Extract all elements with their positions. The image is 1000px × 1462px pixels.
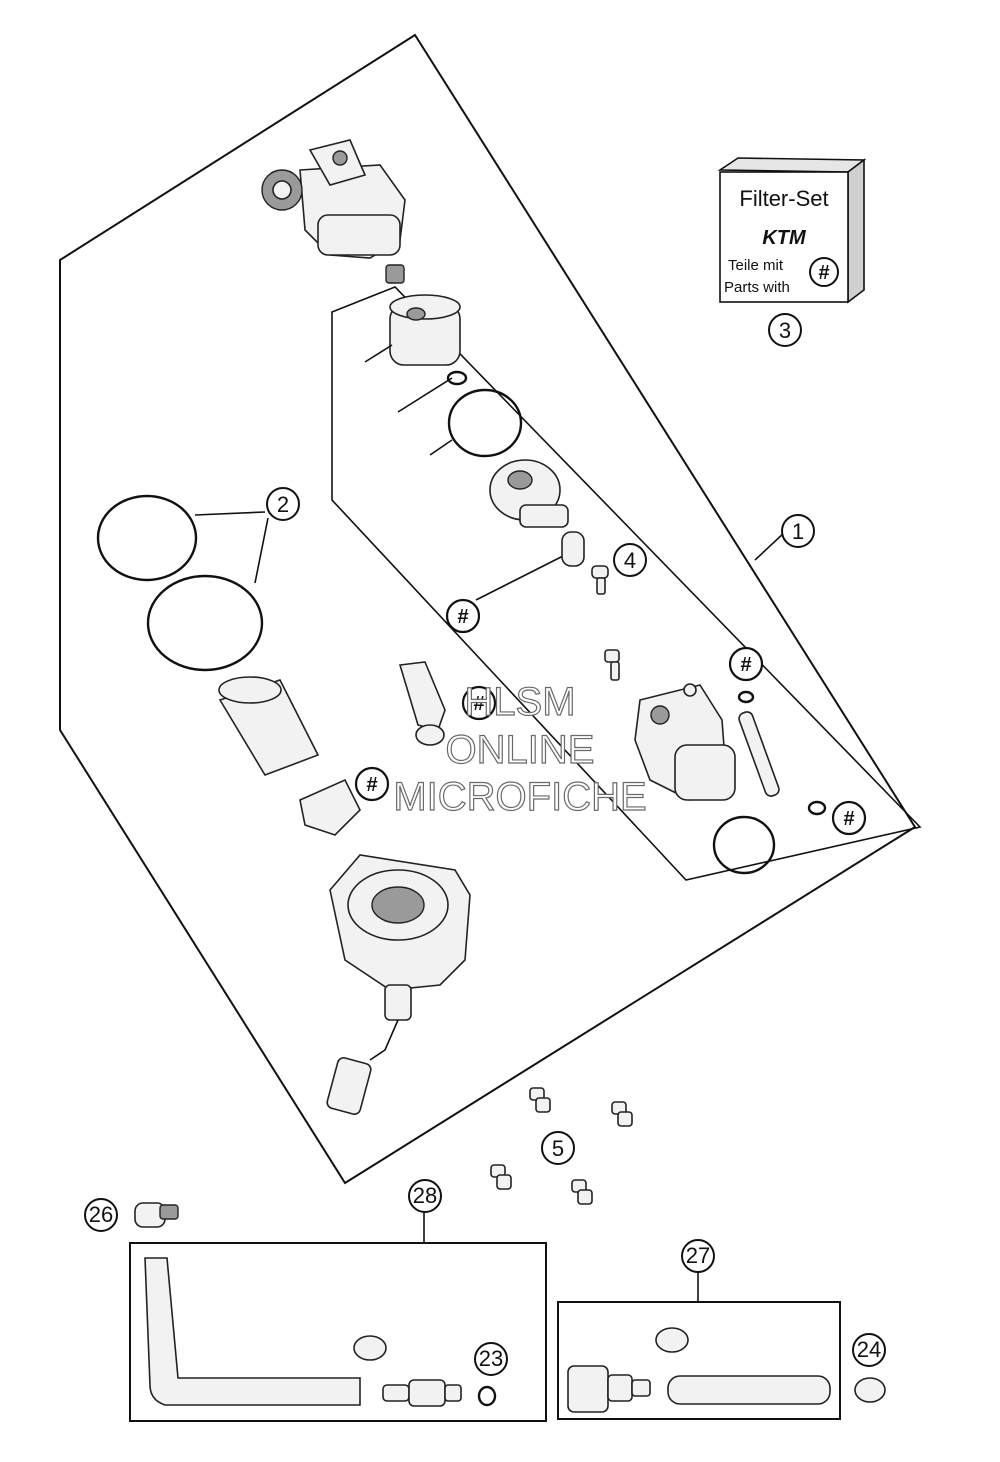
svg-text:27: 27 <box>686 1243 710 1268</box>
callout-3: 3 <box>768 313 802 347</box>
filter-sleeve <box>218 676 320 776</box>
filter-set-hash: # <box>818 262 829 284</box>
watermark: HLSM ONLINE MICROFICHE <box>393 679 648 819</box>
leader-lines <box>194 344 786 1302</box>
svg-text:1: 1 <box>792 519 804 544</box>
watermark-line2: ONLINE <box>446 728 595 772</box>
sleeve <box>561 531 585 567</box>
filter-cartridge <box>389 294 461 366</box>
o-ring-small-lower <box>807 800 827 816</box>
hash-marker: # <box>728 646 764 682</box>
callout-27: 27 <box>681 1239 715 1273</box>
pump-subassembly-outline <box>331 286 922 881</box>
gasket-ring-lower <box>146 574 264 672</box>
callout-23: 23 <box>474 1342 508 1376</box>
screw-upper <box>604 649 620 681</box>
small-o-ring <box>446 370 468 386</box>
callout-5: 5 <box>541 1131 575 1165</box>
hash-marker: # <box>445 598 481 634</box>
callout-2: 2 <box>266 487 300 521</box>
pump-flange <box>326 854 471 1115</box>
pressure-regulator <box>489 459 569 528</box>
svg-text:#: # <box>473 693 484 715</box>
hash-marker: # <box>831 800 867 836</box>
pump-top-housing <box>261 139 406 259</box>
filter-set-line2: Parts with <box>724 279 790 296</box>
fuel-hose-bent <box>144 1257 361 1406</box>
watermark-line1: HLSM <box>464 680 575 724</box>
mounting-screw <box>490 1164 512 1190</box>
callout-26: 26 <box>84 1198 118 1232</box>
o-ring-motor <box>712 815 776 875</box>
quick-connector <box>567 1365 651 1413</box>
brand-logo: KTM <box>762 227 807 249</box>
svg-text:#: # <box>366 774 377 796</box>
callout-1: 1 <box>781 514 815 548</box>
svg-text:24: 24 <box>857 1337 881 1362</box>
o-ring-small-upper <box>737 690 755 704</box>
hash-marker: # <box>461 685 497 721</box>
hash-marker: # <box>354 766 390 802</box>
filter-set-title: Filter-Set <box>739 186 828 211</box>
fuel-pump-assembly-outline <box>59 33 917 1185</box>
small-spring <box>385 264 405 284</box>
small-part-cluster <box>415 724 445 746</box>
fuel-hose-straight <box>667 1375 831 1405</box>
filter-set-line1: Teile mit <box>728 257 784 274</box>
hose-clamp-24 <box>854 1377 886 1403</box>
svg-text:28: 28 <box>413 1183 437 1208</box>
hose-clamp-small <box>353 1335 387 1361</box>
callout-28: 28 <box>408 1179 442 1213</box>
filter-set-package: Filter-Set KTM Teile mit Parts with # <box>717 157 867 304</box>
mounting-screw <box>529 1087 551 1113</box>
svg-text:4: 4 <box>624 548 636 573</box>
hose-kit-box-28 <box>129 1242 547 1422</box>
svg-text:3: 3 <box>779 318 791 343</box>
gasket-ring-upper <box>96 494 198 582</box>
sensor-plate <box>398 661 446 731</box>
hose-kit-box-27 <box>557 1301 841 1420</box>
o-ring-23 <box>477 1385 497 1407</box>
svg-text:5: 5 <box>552 1136 564 1161</box>
svg-text:#: # <box>740 654 751 676</box>
mounting-screw <box>571 1179 593 1205</box>
callout-24: 24 <box>852 1333 886 1367</box>
svg-text:#: # <box>843 808 854 830</box>
watermark-line3: MICROFICHE <box>393 775 646 819</box>
mounting-screw <box>611 1101 633 1127</box>
large-o-ring <box>447 388 523 458</box>
pump-motor <box>634 683 736 801</box>
hose-connector <box>382 1379 462 1407</box>
small-screw <box>591 565 609 595</box>
callout-4: 4 <box>613 543 647 577</box>
bracket-clip <box>299 778 361 836</box>
hose-clamp-small-27 <box>655 1327 689 1353</box>
svg-text:26: 26 <box>89 1202 113 1227</box>
svg-text:#: # <box>457 606 468 628</box>
fuel-tube <box>738 711 780 797</box>
svg-text:23: 23 <box>479 1346 503 1371</box>
svg-text:2: 2 <box>277 492 289 517</box>
hose-clamp-26 <box>134 1202 179 1228</box>
